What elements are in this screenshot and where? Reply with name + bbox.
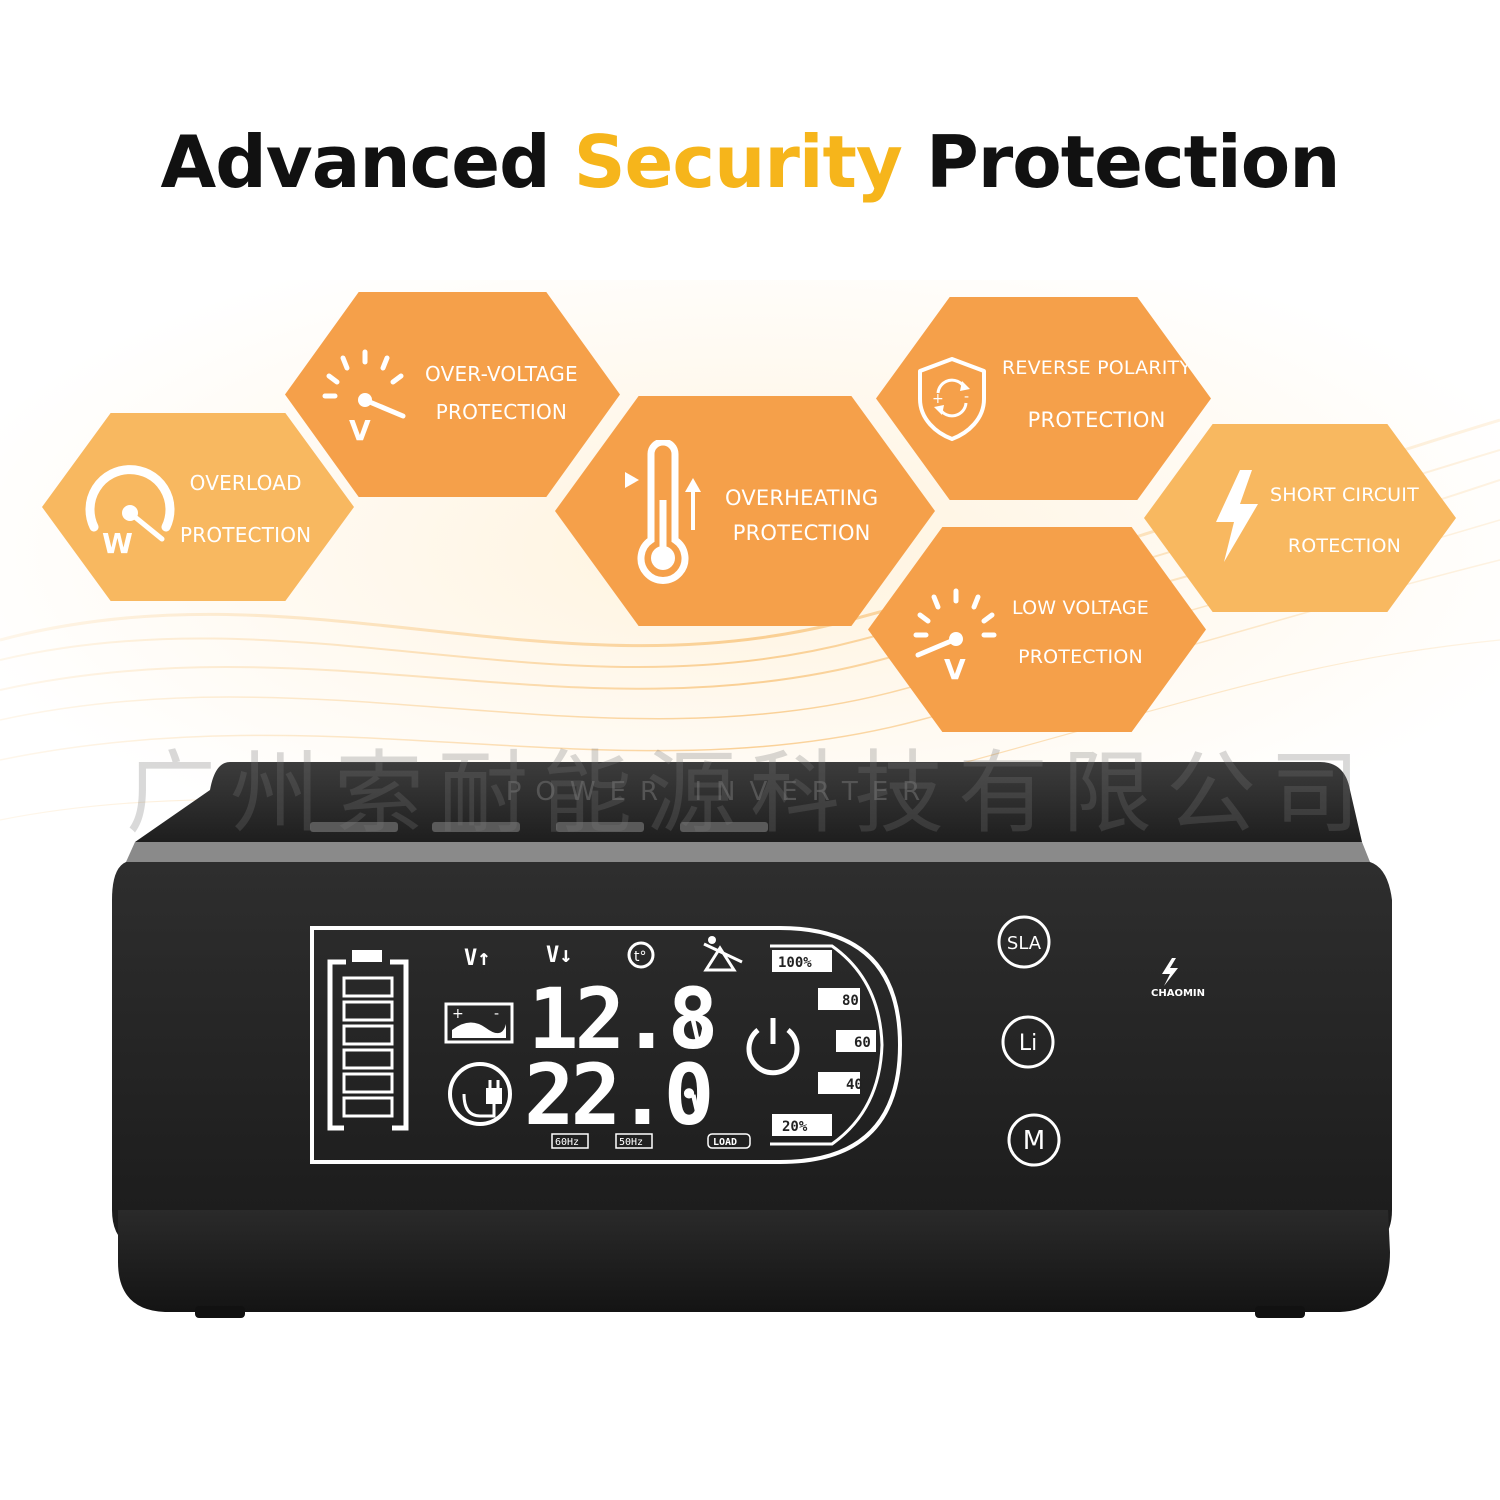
voltage-top-readout: 12.8 — [528, 970, 714, 1068]
overheating-line1: OVERHEATING — [725, 486, 879, 510]
voltmeter-letter: V — [349, 414, 371, 444]
mode-button[interactable]: M — [1007, 1113, 1061, 1167]
overload-warning-icon — [703, 936, 743, 972]
headline-part2: Protection — [925, 120, 1340, 204]
temperature-icon: t° — [627, 941, 655, 969]
wattmeter-icon: W — [85, 465, 175, 557]
voltage-top-unit: V — [690, 1014, 709, 1052]
load-scale: 100% 80 60 40 20% — [770, 944, 884, 1146]
reverse-polarity-line2: PROTECTION — [1027, 408, 1166, 432]
load-scale-20: 20% — [782, 1119, 808, 1135]
voltage-bottom-unit: V — [690, 1088, 709, 1126]
battery-bar — [342, 1096, 394, 1118]
battery-bars — [342, 976, 394, 1118]
svg-text:t°: t° — [634, 949, 647, 965]
battery-bar — [342, 1072, 394, 1094]
reverse-polarity-line1: REVERSE POLARITY — [1002, 357, 1192, 379]
overload-line2: PROTECTION — [180, 523, 312, 547]
shield-icon: + - — [918, 357, 986, 441]
battery-icon — [327, 950, 409, 1131]
top-vents — [310, 822, 768, 832]
sla-button-label: SLA — [1007, 933, 1042, 954]
low-voltage-line1: LOW VOLTAGE — [1012, 597, 1149, 619]
load-label: LOAD — [713, 1137, 737, 1148]
thermometer-icon — [625, 440, 701, 584]
load-scale-100: 100% — [778, 955, 812, 971]
battery-bar — [342, 1048, 394, 1070]
low-voltage-line2: PROTECTION — [1018, 646, 1143, 668]
brand-logo: CHAOMIN — [1151, 958, 1205, 999]
lightning-icon — [1216, 470, 1258, 562]
feature-overload: W OVERLOAD PROTECTION — [42, 413, 354, 601]
freq-60hz: 60Hz — [555, 1137, 579, 1148]
load-scale-60: 60 — [854, 1035, 871, 1051]
svg-text:-: - — [494, 1006, 499, 1022]
voltmeter-icon: V — [913, 588, 997, 683]
indicator-v-down: V↓ — [546, 943, 573, 968]
freq-labels: 60Hz 50Hz LOAD — [551, 1133, 751, 1149]
feature-reverse-polarity: + - REVERSE POLARITY PROTECTION — [876, 297, 1211, 500]
svg-text:-: - — [964, 389, 969, 405]
wattmeter-letter: W — [102, 527, 133, 557]
top-label: POWER INVERTER — [506, 777, 935, 807]
feature-over-voltage: V OVER-VOLTAGE PROTECTION — [285, 292, 620, 497]
short-circuit-line2: ROTECTION — [1287, 535, 1402, 557]
li-button-label: Li — [1019, 1031, 1037, 1056]
svg-text:+: + — [452, 1006, 464, 1022]
load-scale-40: 40 — [846, 1077, 863, 1093]
voltmeter-icon: V — [322, 349, 406, 444]
over-voltage-line1: OVER-VOLTAGE — [425, 362, 578, 386]
mode-button-label: M — [1023, 1126, 1045, 1156]
feature-low-voltage: V LOW VOLTAGE PROTECTION — [868, 527, 1206, 732]
freq-50hz: 50Hz — [619, 1137, 643, 1148]
feature-overheating: OVERHEATING PROTECTION — [555, 396, 935, 626]
over-voltage-line2: PROTECTION — [435, 400, 568, 424]
sla-button[interactable]: SLA — [997, 915, 1051, 969]
overheating-line2: PROTECTION — [732, 521, 871, 545]
battery-bar — [342, 1024, 394, 1046]
brand-text: CHAOMIN — [1151, 988, 1205, 999]
ac-plug-icon — [448, 1062, 512, 1126]
headline-accent: Security — [573, 120, 903, 204]
indicator-v-up: V↑ — [464, 946, 491, 971]
overload-line1: OVERLOAD — [189, 471, 302, 495]
battery-bar — [342, 976, 394, 998]
headline: Advanced Security Protection — [0, 120, 1500, 204]
svg-text:+: + — [932, 391, 944, 407]
power-icon — [746, 1018, 800, 1076]
battery-bar — [342, 1000, 394, 1022]
voltage-bottom-readout: 22.0 — [524, 1046, 710, 1144]
headline-part1: Advanced — [160, 120, 551, 204]
lcd-display — [310, 926, 903, 1164]
battery-charge-icon: + - — [444, 1002, 514, 1044]
load-scale-80: 80 — [842, 993, 859, 1009]
feature-short-circuit: SHORT CIRCUIT ROTECTION — [1144, 424, 1456, 612]
low-voltmeter-letter: V — [944, 653, 966, 683]
short-circuit-line1: SHORT CIRCUIT — [1270, 484, 1419, 506]
li-button[interactable]: Li — [1001, 1015, 1055, 1069]
